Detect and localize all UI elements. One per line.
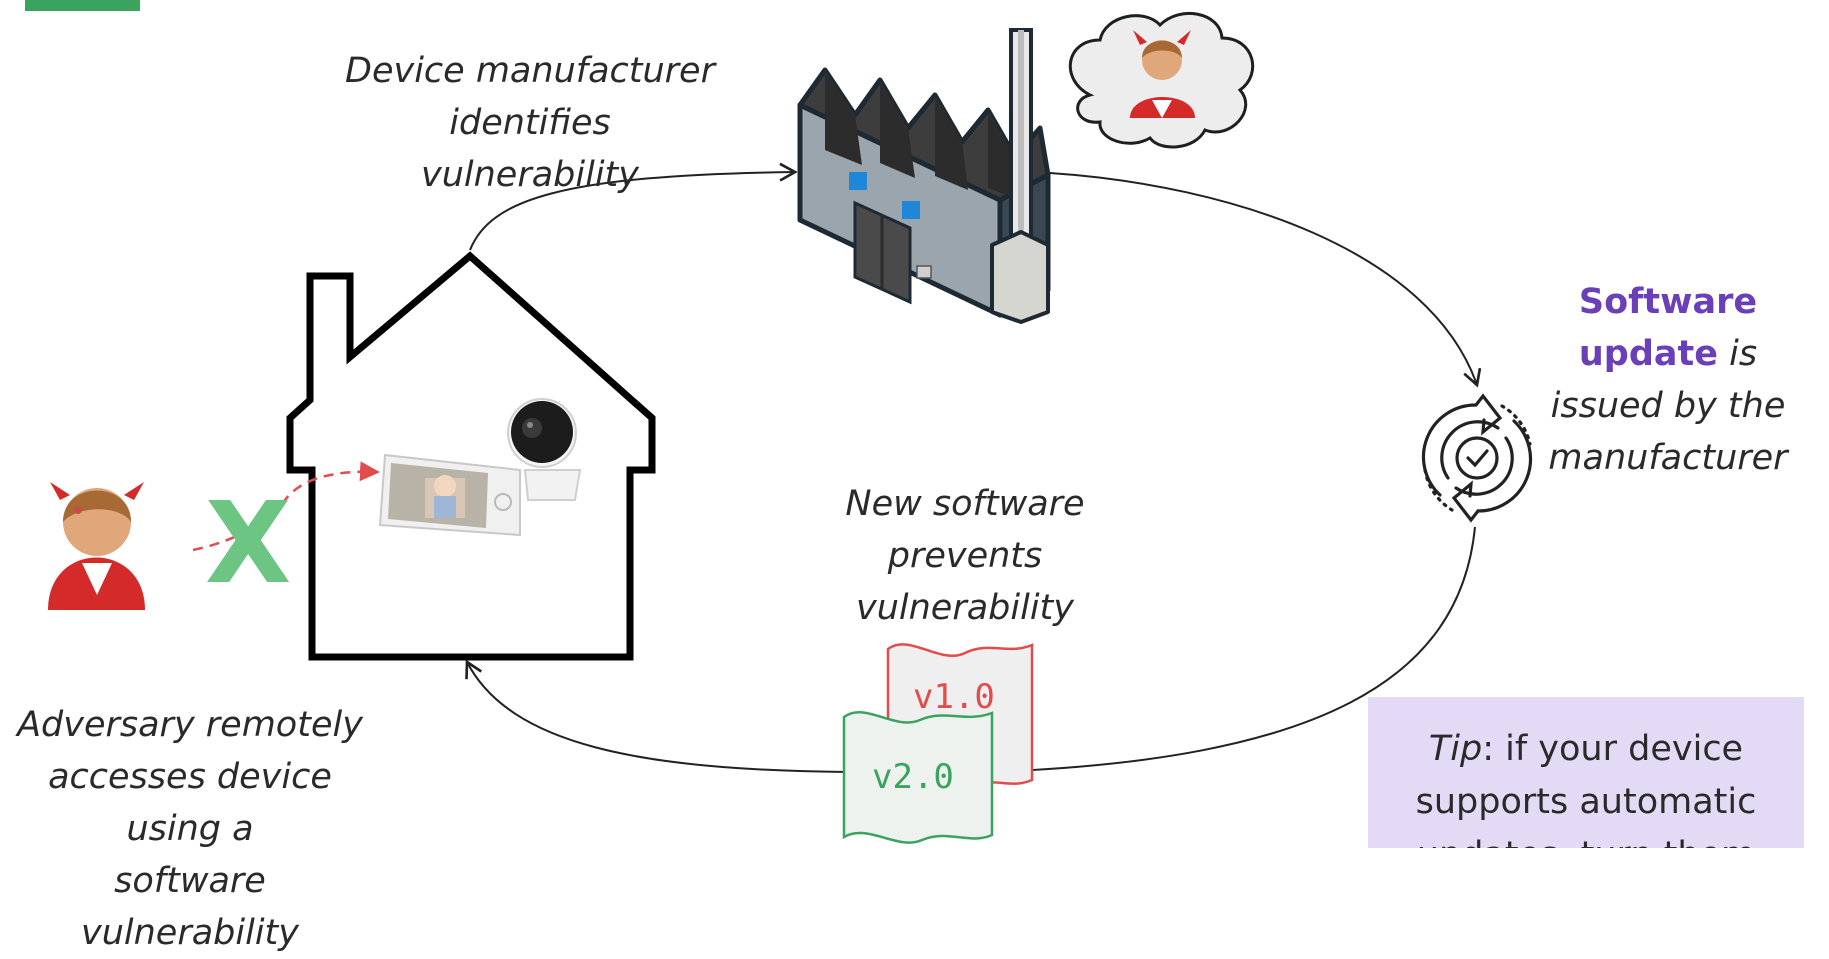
- tip-box: Tip: if your device supports automatic u…: [1368, 697, 1804, 848]
- arrow-version-to-house: [465, 659, 849, 773]
- software-update-line-1: Software update is: [1508, 276, 1828, 380]
- software-update-line-3: manufacturer: [1548, 438, 1788, 478]
- software-update-label: Software update is issued by the manufac…: [1508, 276, 1828, 484]
- version-new-label: v2.0: [872, 757, 954, 797]
- arrow-house-to-factory: [469, 162, 798, 251]
- arrow-update-to-version: [987, 526, 1476, 781]
- version-old-label: v1.0: [913, 677, 995, 717]
- software-update-line-1-rest: is: [1729, 334, 1758, 374]
- prevents-label: New software prevents vulnerability: [785, 478, 1145, 634]
- software-update-cycle-icon: [1421, 393, 1533, 523]
- manufacturer-label-line-2: identifies vulnerability: [421, 103, 639, 195]
- software-update-line-2: issued by the: [1550, 386, 1786, 426]
- diagram-canvas: [25, 0, 1533, 781]
- devil-adversary-icon: [48, 482, 145, 610]
- blocked-x-mark: X: [205, 479, 292, 609]
- house-icon: [286, 251, 656, 661]
- factory-icon: [797, 28, 1051, 324]
- prevents-label-line-1: New software: [845, 484, 1085, 524]
- version-banners: [842, 643, 1034, 844]
- thought-cloud-icon: [1068, 11, 1255, 149]
- devil-adversary-small-icon: [1130, 30, 1195, 118]
- software-update-highlight: Software update: [1578, 282, 1758, 374]
- manufacturer-label: Device manufacturer identifies vulnerabi…: [345, 45, 715, 201]
- baby-monitor-icon: [378, 453, 521, 537]
- adversary-label-line-3: software vulnerability: [81, 861, 299, 953]
- adversary-label: Adversary remotely accesses device using…: [0, 699, 380, 959]
- logo-corner: [25, 0, 140, 11]
- adversary-label-line-2: accesses device using a: [48, 757, 332, 849]
- prevents-label-line-2: prevents vulnerability: [856, 536, 1074, 628]
- manufacturer-label-line-1: Device manufacturer: [345, 51, 715, 91]
- tip-lead: Tip: [1428, 729, 1483, 769]
- attack-path: [192, 461, 380, 552]
- adversary-label-line-1: Adversary remotely: [17, 705, 363, 745]
- security-camera-icon: [507, 398, 582, 501]
- version-new-banner: [842, 710, 994, 844]
- tip-line-2: supports automatic: [1415, 782, 1757, 822]
- tip-line-1-text: : if your device: [1482, 729, 1744, 769]
- tip-line-1: Tip: if your device: [1392, 723, 1780, 776]
- arrow-factory-to-update: [1049, 172, 1482, 388]
